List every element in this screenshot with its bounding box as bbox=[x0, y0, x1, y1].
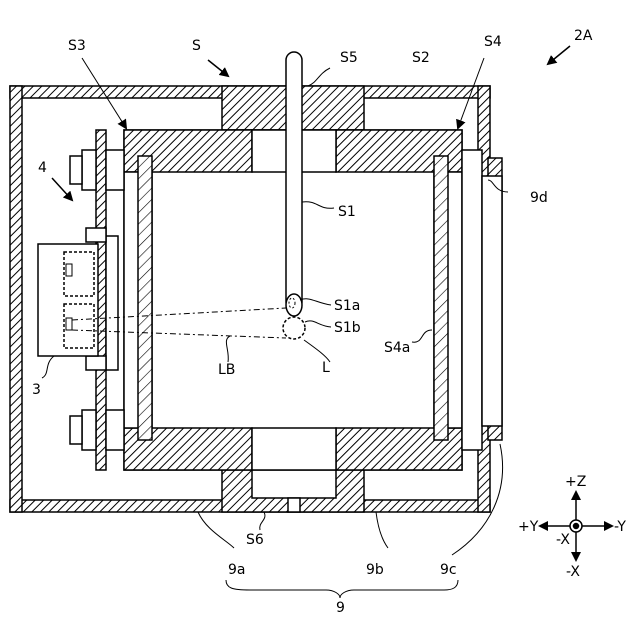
label-s1b: S1b bbox=[334, 320, 361, 336]
label-s2: S2 bbox=[412, 50, 430, 66]
label-s3: S3 bbox=[68, 38, 86, 54]
label-figure-ref: 2A bbox=[574, 28, 593, 44]
axis-label-pz: +Z bbox=[565, 474, 586, 490]
right-rails bbox=[462, 150, 502, 450]
label-9a: 9a bbox=[228, 562, 246, 578]
label-lb: LB bbox=[218, 362, 235, 378]
label-s1: S1 bbox=[338, 204, 356, 220]
label-9c: 9c bbox=[440, 562, 457, 578]
label-l: L bbox=[322, 360, 330, 376]
label-s4a: S4a bbox=[384, 340, 410, 356]
axis-label-ny: -Y bbox=[614, 519, 626, 535]
label-s1a: S1a bbox=[334, 298, 360, 314]
label-3: 3 bbox=[32, 382, 41, 398]
label-s6: S6 bbox=[246, 532, 264, 548]
label-s: S bbox=[192, 38, 201, 54]
label-9d: 9d bbox=[530, 190, 548, 206]
probe-s1 bbox=[283, 52, 305, 339]
axis-label-py: +Y bbox=[518, 519, 539, 535]
label-9: 9 bbox=[336, 600, 345, 616]
label-4: 4 bbox=[38, 160, 47, 176]
axis-label-nx-center: -X bbox=[556, 532, 570, 548]
label-9b: 9b bbox=[366, 562, 384, 578]
coordinate-axes bbox=[540, 492, 612, 560]
detector-3 bbox=[38, 244, 98, 356]
axis-label-nx-bottom: -X bbox=[566, 564, 580, 580]
label-s4: S4 bbox=[484, 34, 502, 50]
label-s5: S5 bbox=[340, 50, 358, 66]
